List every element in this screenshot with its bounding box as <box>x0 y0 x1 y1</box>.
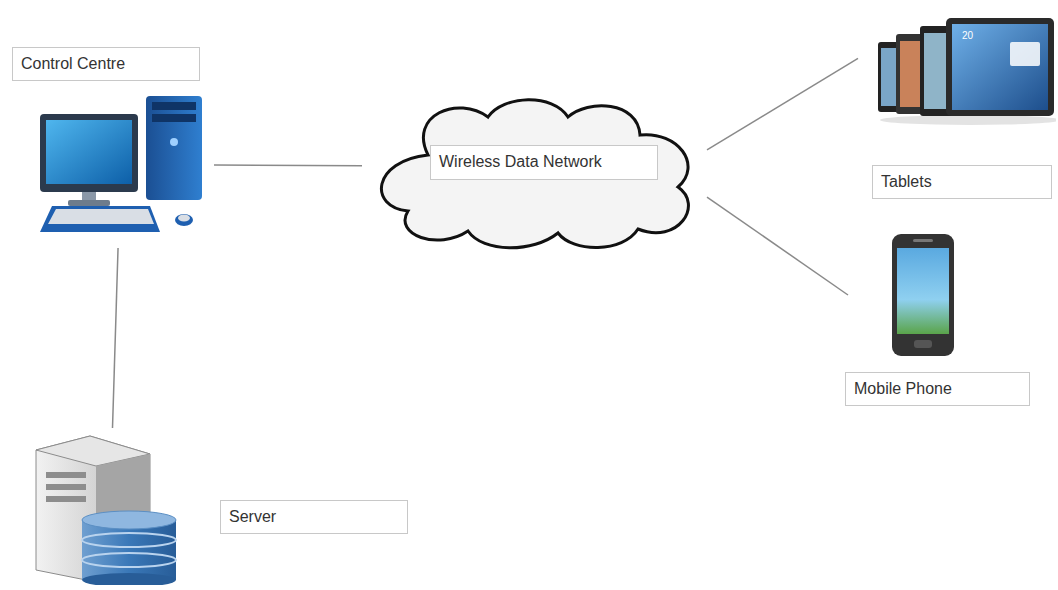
phone-icon-drawing <box>888 232 958 358</box>
node-label: Wireless Data Network <box>430 145 658 180</box>
screen-clock: 20 <box>962 30 973 42</box>
server-icon-drawing <box>30 432 180 585</box>
network-cloud: Wireless Data Network <box>368 95 705 252</box>
computer-icon: Control Centre <box>38 92 212 238</box>
server-icon: Server <box>30 432 180 585</box>
tablets-icon: Tablets20 <box>860 12 1056 128</box>
computer-icon-drawing <box>38 92 212 238</box>
phone-icon: Mobile Phone <box>888 232 958 358</box>
tablets-icon-drawing <box>860 12 1056 128</box>
network-link <box>707 197 848 295</box>
node-label: Mobile Phone <box>845 372 1030 406</box>
network-link <box>214 164 362 166</box>
network-link <box>707 58 858 150</box>
network-link <box>113 248 119 428</box>
node-label: Tablets <box>872 165 1052 199</box>
node-label: Server <box>220 500 408 534</box>
node-label: Control Centre <box>12 47 200 81</box>
